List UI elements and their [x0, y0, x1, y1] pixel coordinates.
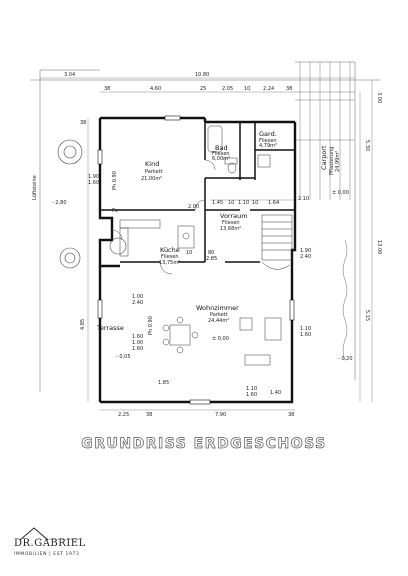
- dim-100: 1.00: [132, 294, 143, 300]
- dim-top-row-1: 4.60: [150, 86, 161, 92]
- room-wohnzimmer-floor: Parkett: [210, 312, 228, 318]
- room-terrasse-name: Terrasse: [96, 324, 124, 332]
- room-carport-area: 24,99m²: [335, 151, 341, 172]
- room-wohnzimmer-area: 24,44m²: [208, 318, 229, 324]
- inner-walls: [100, 122, 295, 263]
- dim-right-1300: 13.00: [376, 240, 382, 254]
- room-gard-name: Gard.: [259, 130, 277, 138]
- house-roof-icon: [20, 527, 80, 540]
- dim-160: 1.60: [132, 334, 143, 340]
- room-vorraum-area: 13,68m²: [220, 226, 241, 232]
- dim-top-row-0: 38: [104, 86, 110, 92]
- dim-right-515: 5.15: [364, 310, 370, 321]
- site-lines: [30, 61, 380, 392]
- dim-top-row-4: 10: [244, 86, 250, 92]
- plan-title: GRUNDRISS ERDGESCHOSS: [81, 436, 327, 453]
- hedge-right: [342, 239, 348, 361]
- dim-right-530: 5.30: [364, 140, 370, 151]
- room-gard-area: 4,79m²: [259, 143, 277, 149]
- level-zero-inside: ± 0,00: [212, 336, 229, 342]
- dim-top-row-2: 25: [200, 86, 206, 92]
- dim-left-485: 4.85: [80, 319, 86, 330]
- room-kueche-floor: Fliesen: [161, 254, 179, 260]
- dim-pe: Pe: [112, 208, 118, 214]
- trees: [57, 139, 127, 269]
- dim-240r: 2.40: [300, 254, 311, 260]
- room-vorraum-name: Vorraum: [220, 212, 248, 220]
- dim-110a: 1.10: [246, 386, 257, 392]
- dim-110r: 1.10: [300, 326, 311, 332]
- dim-kueche-0: 10: [186, 250, 192, 256]
- room-kueche-name: Küche: [160, 246, 180, 254]
- dim-vorraum-2: 1.10: [238, 200, 249, 206]
- dim-160c: 1.60: [246, 392, 257, 398]
- dim-top-total: 10.80: [195, 72, 209, 78]
- dim-top-row-6: 38: [286, 86, 292, 92]
- dim-vorraum-1: 10: [228, 200, 234, 206]
- room-wohnzimmer-name: Wohnzimmer: [196, 304, 239, 312]
- dim-vorraum-0: 1.45: [212, 200, 223, 206]
- fixtures: [119, 125, 271, 257]
- dim-top-left: 3.04: [64, 72, 75, 78]
- room-kind-area: 21,00m²: [141, 176, 162, 182]
- staircase: [261, 214, 293, 270]
- dim-top-row-5: 2.24: [263, 86, 274, 92]
- logo-tagline: IMMOBILIEN | EST 1973: [14, 552, 80, 557]
- windows: [97, 115, 295, 405]
- company-logo: DR.GABRIEL IMMOBILIEN | EST 1973: [14, 526, 94, 566]
- dim-bottom-0: 2.25: [118, 412, 129, 418]
- dim-bottom-3: 38: [288, 412, 294, 418]
- dim-185: 1.85: [158, 380, 169, 386]
- room-bad-floor: Fliesen: [212, 151, 230, 157]
- carport-structure: [295, 62, 355, 200]
- dim-ph-terr: Ph 0.90: [148, 316, 154, 335]
- label-lueftsteine: Lüftsteine: [32, 175, 38, 200]
- dim-kueche-1: 80: [208, 250, 214, 256]
- dim-vorraum-3: 10: [252, 200, 258, 206]
- dim-160b: 1.60: [132, 346, 143, 352]
- level-minus-280: - 2,80: [52, 200, 67, 206]
- room-kind-name: Kind: [145, 160, 159, 168]
- dim-160r: 1.60: [300, 332, 311, 338]
- dim-vorraum-4: 1.64: [268, 200, 279, 206]
- room-kind-floor: Parkett: [145, 169, 163, 175]
- dim-left-38: 38: [80, 120, 86, 126]
- dim-left-190: 1.90: [88, 174, 99, 180]
- dim-kueche-2: 2.85: [206, 256, 217, 262]
- logo-name: DR.GABRIEL: [14, 538, 86, 549]
- dim-140: 1.40: [270, 390, 281, 396]
- dim-210: 2.10: [298, 196, 309, 202]
- level-minus-020: - 0,20: [338, 356, 353, 362]
- living-room-furniture: [162, 316, 282, 366]
- dim-100b: 1.00: [132, 340, 143, 346]
- dim-top-right: 3.00: [376, 92, 382, 103]
- room-carport-floor: Pflasterung: [329, 147, 335, 175]
- dim-190r: 1.90: [300, 248, 311, 254]
- dim-200: 2.00: [188, 204, 199, 210]
- dim-ph-left: Ph 0.90: [112, 171, 118, 190]
- room-carport-name: Carport: [320, 145, 328, 170]
- dim-240: 2.40: [132, 300, 143, 306]
- dim-top-row-3: 2.05: [222, 86, 233, 92]
- dim-bottom-1: 38: [146, 412, 152, 418]
- level-zero-carport: ± 0,00: [332, 190, 349, 196]
- room-vorraum-floor: Fliesen: [222, 220, 240, 226]
- room-gard-floor: Fliesen: [259, 138, 277, 144]
- dimension-lines: [40, 77, 373, 411]
- level-minus-005: - 0,05: [116, 354, 131, 360]
- room-kueche-area: 13,75m²: [159, 260, 180, 266]
- room-bad-name: Bad: [215, 144, 228, 152]
- dim-bottom-2: 7.90: [215, 412, 226, 418]
- dim-left-160: 1.60: [88, 180, 99, 186]
- room-bad-area: 6,00m²: [212, 156, 230, 162]
